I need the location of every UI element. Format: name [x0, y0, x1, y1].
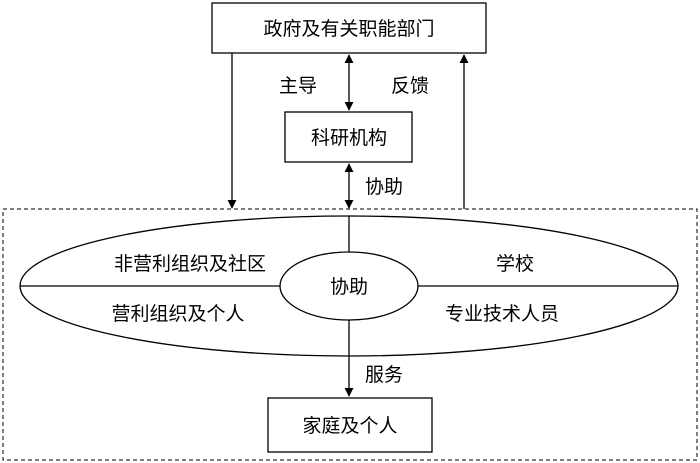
government-box: [211, 2, 487, 54]
feedback-label: 反馈: [391, 75, 429, 97]
research-label: 科研机构: [311, 127, 387, 149]
lead-label: 主导: [279, 75, 317, 97]
collaboration-ellipse: 协助 非营利组织及社区 学校 营利组织及个人 专业技术人员: [19, 215, 679, 357]
government-label: 政府及有关职能部门: [263, 18, 434, 40]
family-node: 家庭及个人: [267, 397, 433, 453]
nonprofit-community-label: 非营利组织及社区: [114, 253, 266, 275]
family-box: [267, 397, 433, 453]
center-assist-label: 协助: [330, 276, 368, 298]
center-ellipse: [279, 251, 419, 321]
collaboration-boundary: [2, 208, 698, 461]
government-node: 政府及有关职能部门: [211, 2, 487, 54]
service-label: 服务: [365, 364, 403, 386]
research-node: 科研机构: [284, 111, 413, 163]
assist-label-top: 协助: [365, 176, 403, 198]
family-label: 家庭及个人: [302, 415, 397, 437]
school-label: 学校: [496, 253, 534, 275]
research-box: [284, 111, 413, 163]
professional-staff-label: 专业技术人员: [445, 303, 559, 325]
forprofit-individual-label: 营利组织及个人: [111, 303, 244, 325]
